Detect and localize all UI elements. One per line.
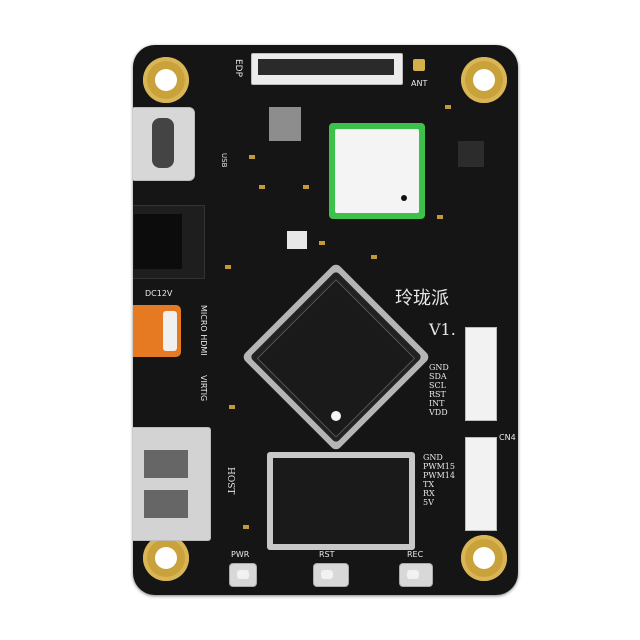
smd-pad (243, 525, 249, 529)
pin-label: VDD (429, 408, 448, 417)
ant-label: ANT (411, 79, 428, 88)
usb-label: USB (220, 153, 228, 168)
pwr-label: PWR (231, 550, 250, 559)
pin-label: PWM15 (423, 462, 455, 471)
pin-label: SDA (429, 372, 447, 381)
dc-jack[interactable] (133, 205, 205, 279)
micro-hdmi-label: MICRO HDMI (199, 305, 208, 356)
dc12v-label: DC12V (145, 289, 173, 298)
i2c-pin-labels: GND SDA SCL RST INT VDD (429, 363, 449, 417)
wifi-module (329, 123, 425, 219)
edp-label: EDP (233, 59, 243, 78)
pin-label: RX (423, 489, 435, 498)
mounting-hole-bottom-right (461, 535, 507, 581)
rst-button[interactable] (313, 563, 349, 587)
rec-label: REC (407, 550, 424, 559)
pin-label: SCL (429, 381, 446, 390)
antenna-connector[interactable] (413, 59, 425, 71)
small-ic (458, 141, 484, 167)
cn4-connector[interactable] (465, 437, 497, 531)
pin-label: GND (423, 453, 443, 462)
pin-label: RST (429, 390, 446, 399)
host-label: HOST (225, 467, 235, 495)
mounting-hole-bottom-left (143, 535, 189, 581)
cn4-pin-labels: GND PWM15 PWM14 TX RX 5V (423, 453, 455, 507)
pin1-dot (331, 411, 341, 421)
smd-pad (445, 105, 451, 109)
smd-pad (303, 185, 309, 189)
smd-pad (259, 185, 265, 189)
micro-hdmi-port[interactable] (133, 305, 181, 357)
smd-pad (437, 215, 443, 219)
smd-pad (319, 241, 325, 245)
pin-label: INT (429, 399, 445, 408)
smd-pad (371, 255, 377, 259)
board-version: V1. (429, 320, 456, 339)
rst-label: RST (319, 550, 335, 559)
virtig-label: VIRTIG (199, 375, 208, 402)
mounting-hole-top-left (143, 57, 189, 103)
mounting-hole-top-right (461, 57, 507, 103)
board-title: 玲珑派 (395, 288, 449, 309)
pin-label: 5V (423, 498, 434, 507)
cn4-label: CN4 (499, 433, 516, 442)
pin-label: TX (423, 480, 435, 489)
pin-label: PWM14 (423, 471, 455, 480)
sensor (287, 231, 307, 249)
rec-button[interactable] (399, 563, 433, 587)
memory-chip (267, 452, 415, 550)
i2c-connector[interactable] (465, 327, 497, 421)
inductor (269, 107, 301, 141)
smd-pad (225, 265, 231, 269)
usb-c-port[interactable] (133, 107, 195, 181)
pcb-board: EDP ANT USB DC12V MICRO HDMI VIRTIG HOST… (133, 45, 518, 595)
edp-connector[interactable] (251, 53, 403, 85)
pwr-button[interactable] (229, 563, 257, 587)
smd-pad (229, 405, 235, 409)
pin-label: GND (429, 363, 449, 372)
smd-pad (249, 155, 255, 159)
usb-host-port[interactable] (133, 427, 211, 541)
